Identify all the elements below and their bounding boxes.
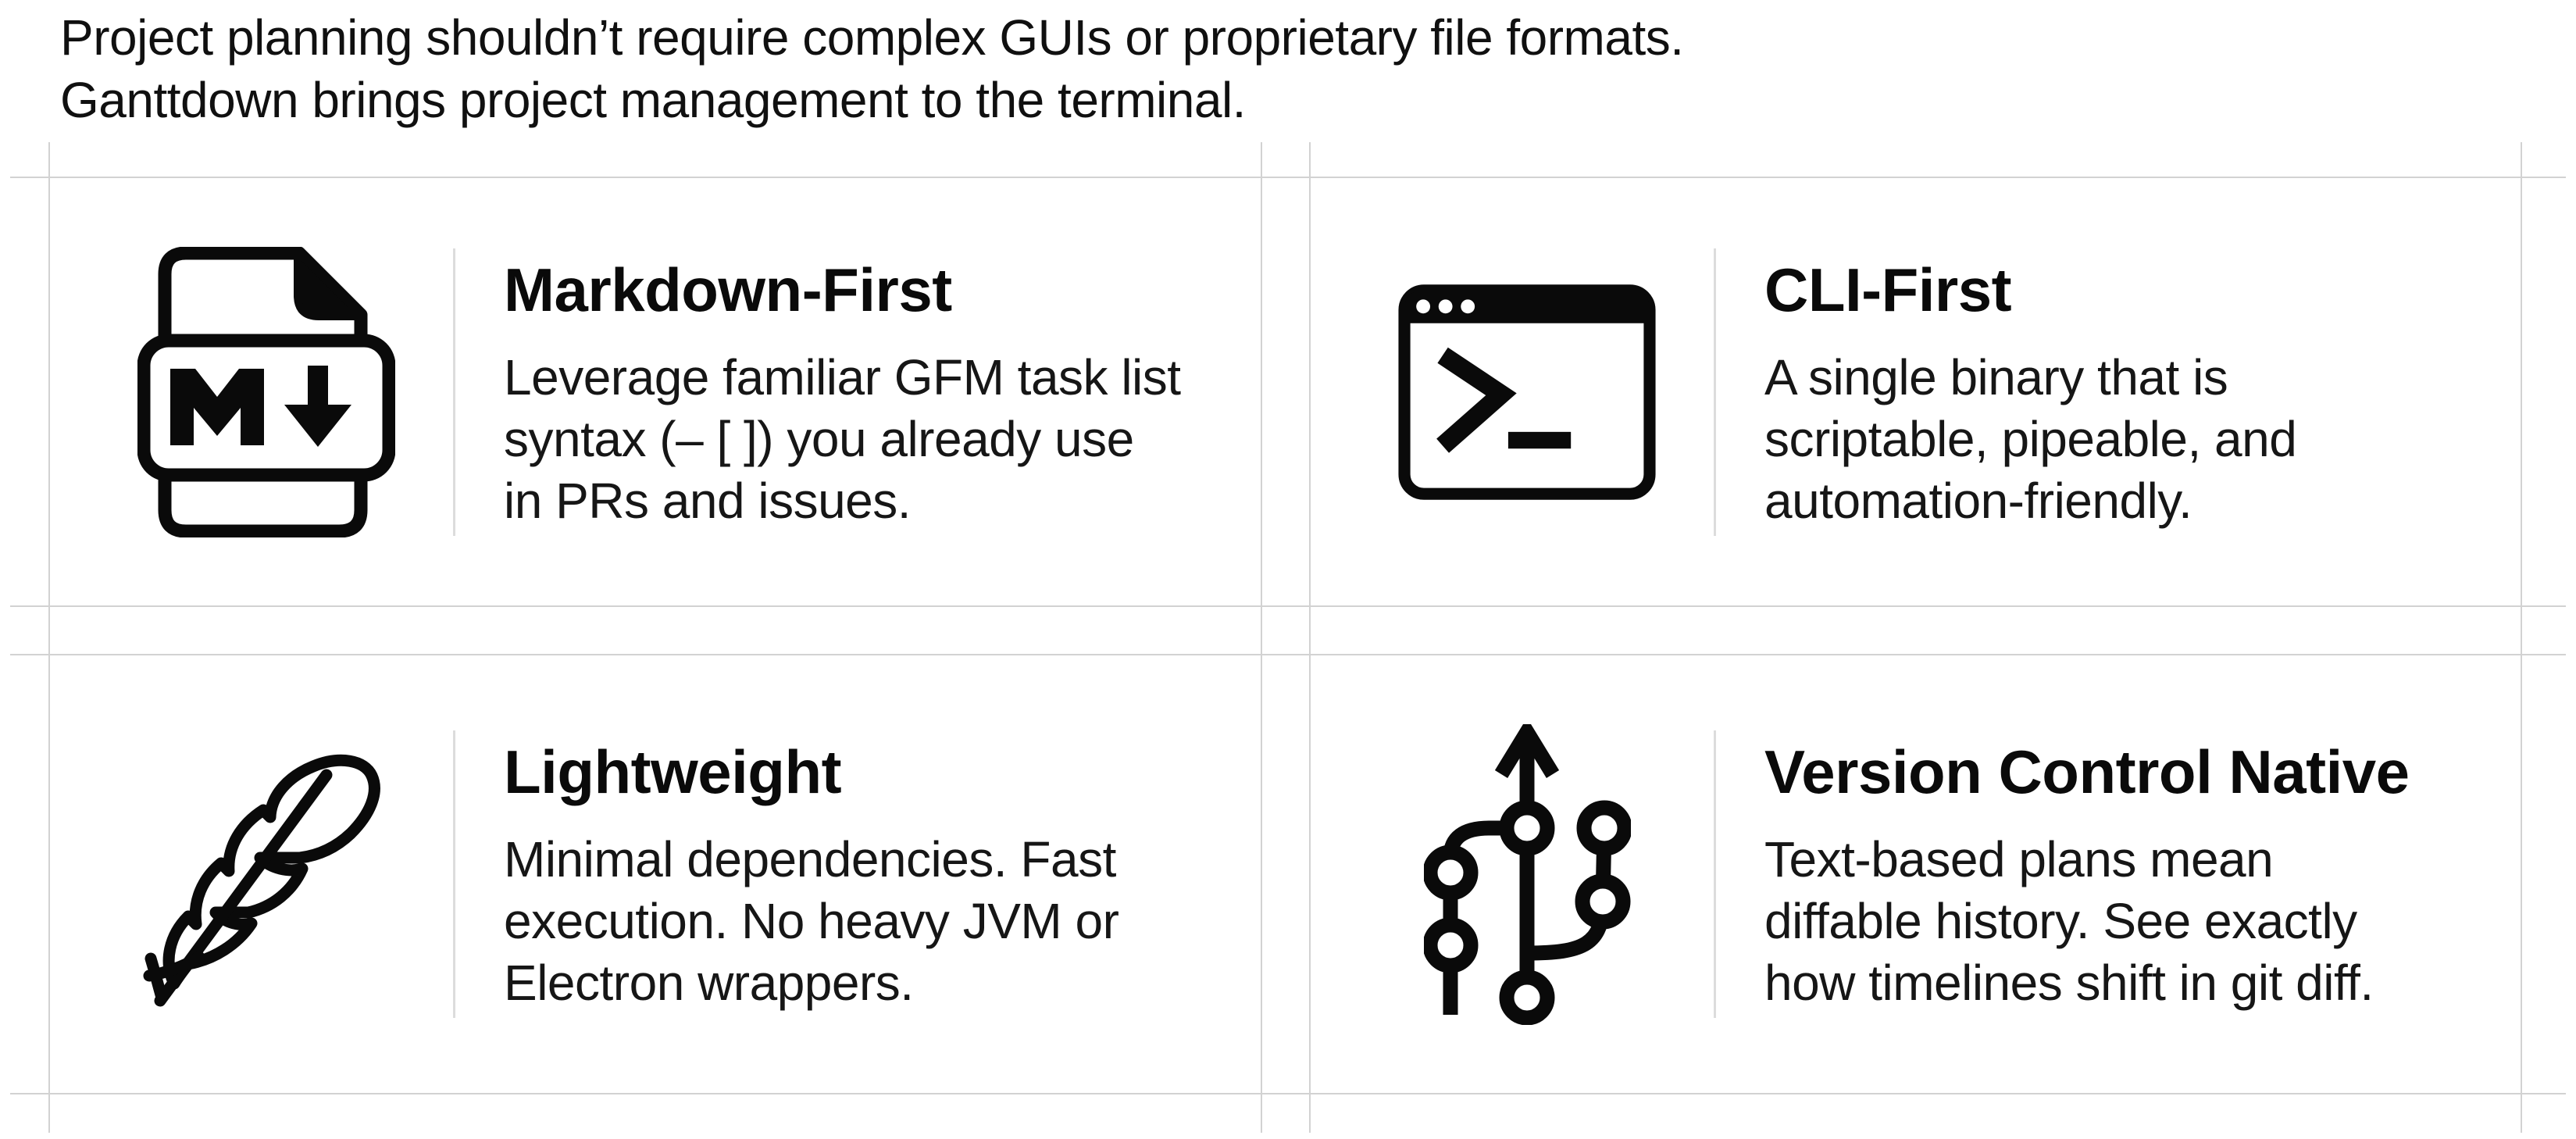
grid-line-horizontal-row2-top bbox=[10, 654, 2566, 655]
feature-card-version-control-native: Version Control Native Text-based plans … bbox=[1311, 655, 2521, 1093]
intro-text: Project planning shouldn’t require compl… bbox=[60, 6, 1684, 131]
card-text: Lightweight Minimal dependencies. Fast e… bbox=[504, 735, 1137, 1014]
git-branch-icon bbox=[1398, 723, 1656, 1025]
intro-line-2: Ganttdown brings project management to t… bbox=[60, 72, 1246, 128]
feature-card-cli-first: CLI-First A single binary that is script… bbox=[1311, 179, 2521, 605]
feature-card-markdown-first: Markdown-First Leverage familiar GFM tas… bbox=[50, 179, 1261, 605]
card-title: Version Control Native bbox=[1764, 737, 2410, 806]
grid-line-horizontal-bottom bbox=[10, 1093, 2566, 1094]
card-text: CLI-First A single binary that is script… bbox=[1764, 253, 2315, 532]
card-description: Minimal dependencies. Fast execution. No… bbox=[504, 830, 1119, 1011]
card-description: Text-based plans mean diffable history. … bbox=[1764, 830, 2374, 1011]
grid-line-vertical-col1-right bbox=[1261, 142, 1262, 1133]
grid-line-vertical-left bbox=[48, 142, 50, 1133]
intro-line-1: Project planning shouldn’t require compl… bbox=[60, 9, 1684, 66]
markdown-file-icon bbox=[137, 247, 395, 537]
grid-line-vertical-right bbox=[2521, 142, 2522, 1133]
card-divider bbox=[1714, 248, 1716, 536]
feather-icon bbox=[137, 726, 395, 1023]
card-title: Markdown-First bbox=[504, 255, 952, 324]
grid-line-vertical-col2-left bbox=[1309, 142, 1311, 1133]
card-text: Markdown-First Leverage familiar GFM tas… bbox=[504, 253, 1200, 532]
card-description: A single binary that is scriptable, pipe… bbox=[1764, 348, 2297, 529]
card-divider bbox=[453, 730, 455, 1018]
card-divider bbox=[453, 248, 455, 536]
grid-line-horizontal-top bbox=[10, 177, 2566, 178]
feature-card-lightweight: Lightweight Minimal dependencies. Fast e… bbox=[50, 655, 1261, 1093]
grid-line-horizontal-row1-bottom bbox=[10, 605, 2566, 607]
terminal-window-icon bbox=[1398, 271, 1656, 513]
card-text: Version Control Native Text-based plans … bbox=[1764, 735, 2428, 1014]
card-title: Lightweight bbox=[504, 737, 842, 806]
card-description: Leverage familiar GFM task list syntax (… bbox=[504, 348, 1181, 529]
card-divider bbox=[1714, 730, 1716, 1018]
card-title: CLI-First bbox=[1764, 255, 2012, 324]
